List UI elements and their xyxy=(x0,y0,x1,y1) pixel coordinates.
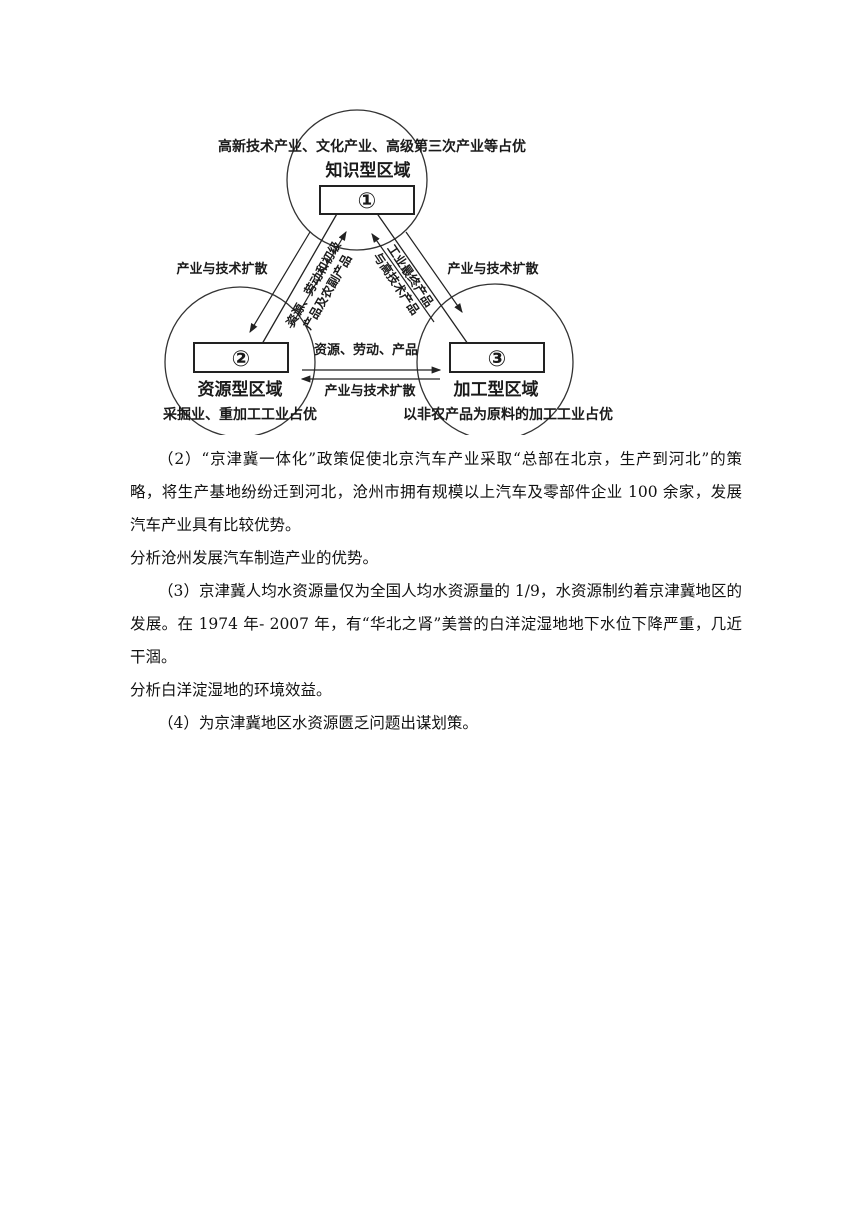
region3-box xyxy=(449,342,545,373)
top-caption: 高新技术产业、文化产业、高级第三次产业等占优 xyxy=(218,138,526,155)
regional-industry-diagram: ① ② ③ 高新技术产业、文化产业、高级第三次产业等占优 知识型区域 资源型区域… xyxy=(162,109,613,435)
region2-box xyxy=(193,342,289,373)
region3-title: 加工型区域 xyxy=(453,379,539,400)
region3-mark: ③ xyxy=(488,347,507,372)
question-3-text: （3）京津冀人均水资源量仅为全国人均水资源量的 1/9，水资源制约着京津冀地区的… xyxy=(130,582,742,666)
region2-title: 资源型区域 xyxy=(198,379,283,400)
edge-1-2 xyxy=(261,211,339,345)
question-4-text: （4）为京津冀地区水资源匮乏问题出谋划策。 xyxy=(158,714,478,732)
flow-right-outer-label: 产业与技术扩散 xyxy=(447,261,539,277)
region1-box xyxy=(319,185,415,215)
question-2-text: （2）“京津冀一体化”政策促使北京汽车产业采取“总部在北京，生产到河北”的策略，… xyxy=(130,450,742,534)
region1-circle xyxy=(286,109,428,251)
region2-circle xyxy=(164,286,316,435)
edge-1-3 xyxy=(375,211,469,345)
flow-left-outer-label: 产业与技术扩散 xyxy=(176,261,268,277)
arrow-right-inner xyxy=(371,233,435,323)
flow-bottom-lower-label: 产业与技术扩散 xyxy=(324,383,416,399)
arrow-left-inner xyxy=(289,230,347,329)
region1-mark: ① xyxy=(358,189,377,214)
region2-mark: ② xyxy=(232,347,251,372)
region2-caption: 采掘业、重加工工业占优 xyxy=(162,406,317,423)
arrow-left-outer xyxy=(249,231,311,334)
arrow-right-outer xyxy=(405,231,463,313)
flow-bottom-upper-label: 资源、劳动、产品 xyxy=(314,342,418,358)
region1-title: 知识型区域 xyxy=(325,160,411,181)
question-2-ask: 分析沧州发展汽车制造产业的优势。 xyxy=(130,549,379,567)
question-3-ask: 分析白洋淀湿地的环境效益。 xyxy=(130,681,332,699)
region3-circle xyxy=(416,283,574,435)
region3-caption: 以非农产品为原料的加工工业占优 xyxy=(403,406,613,423)
